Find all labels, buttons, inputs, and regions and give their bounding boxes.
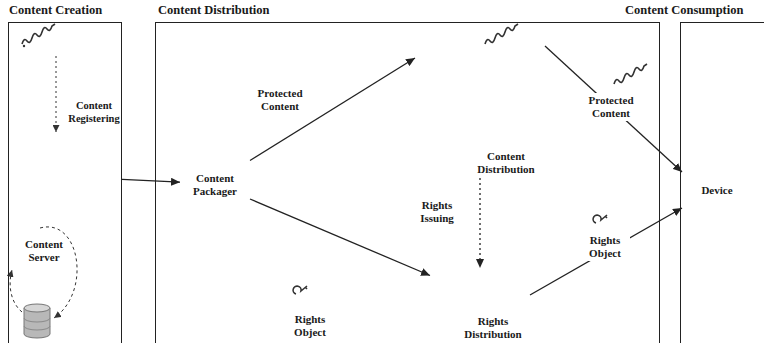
node-label: Content Server [19, 238, 69, 264]
key-icon [293, 286, 307, 294]
node-label: Content Packager [186, 172, 244, 198]
node-label: Device [701, 184, 732, 197]
process-node: Content Distribution [415, 28, 545, 178]
content-icon [22, 24, 55, 47]
node-label: Rights Distribution [460, 315, 526, 341]
stage-panel: Content ServerContent Creation [8, 22, 122, 343]
key-icon [593, 215, 607, 223]
flow-arrow [250, 58, 415, 161]
process-node: Rights Distribution [430, 268, 530, 343]
note-label: Content Registering [64, 98, 124, 126]
arrow-label: Rights Issuing [412, 198, 462, 226]
arrow-label: Protected Content [581, 93, 641, 121]
arrow-label: Rights Object [285, 312, 335, 340]
flow-arrow [545, 46, 682, 172]
stage-panel: DeviceContent Consumption [680, 22, 764, 343]
process-node: Device [682, 165, 752, 215]
process-node: Content Packager [180, 150, 250, 220]
server-loop [10, 270, 22, 312]
flow-arrow [250, 199, 430, 276]
arrow-label: Protected Content [250, 86, 310, 114]
content-icon [485, 24, 518, 44]
flow-arrow [122, 179, 180, 182]
arrow-label: Rights Object [580, 233, 630, 261]
flow-arrow [479, 178, 480, 268]
panel-heading: Content Consumption [625, 3, 743, 18]
panel-heading: Content Distribution [158, 3, 269, 18]
panel-heading: Content Creation [9, 3, 102, 18]
stage-panel: Content Packager Content DistributionRigh… [155, 22, 660, 343]
node-label: Content Distribution [473, 150, 539, 176]
database-icon [24, 304, 50, 338]
process-node: Content Server [16, 236, 72, 266]
content-icon [614, 64, 647, 84]
registering-arrow [56, 56, 57, 132]
